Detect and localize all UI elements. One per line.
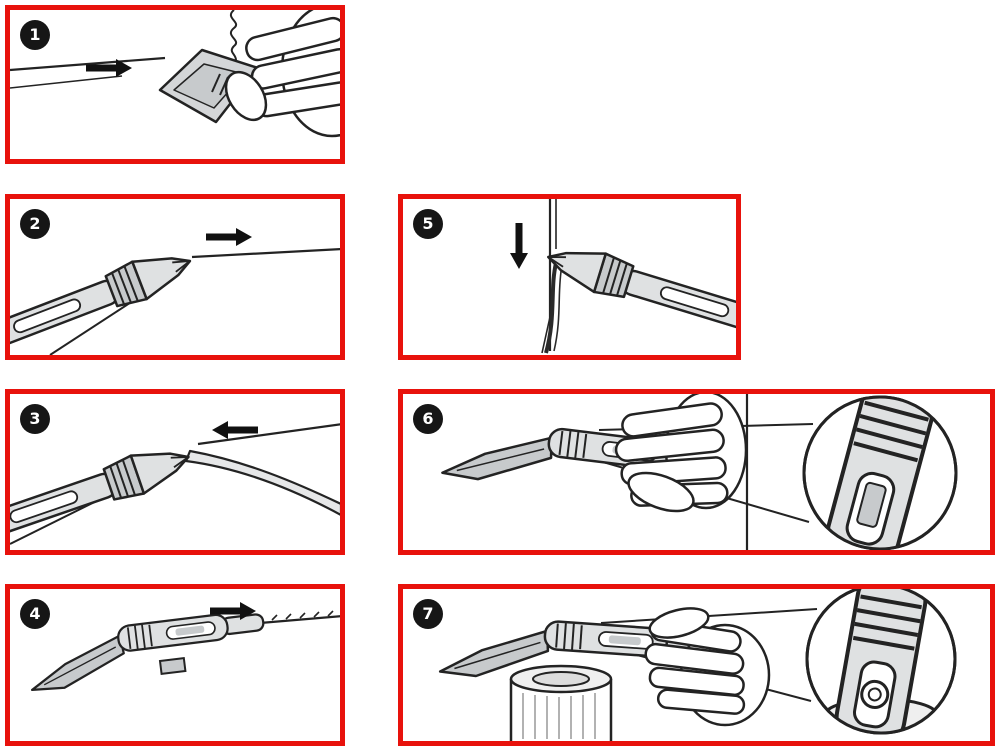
hand [224,10,340,138]
illustration-step-2 [10,228,340,355]
arrow-down-icon [510,223,528,269]
sealant-string [229,10,237,61]
step-number-badge: 3 [20,404,50,434]
cartridge [509,664,613,741]
magnifier-detail-circle [805,589,957,735]
illustration-step-4 [24,602,340,693]
hand [644,607,771,727]
sealant-bead [184,449,340,516]
thumb [224,70,268,122]
grip-detail [825,397,935,549]
illustration-step-5 [510,199,736,354]
step-number-badge: 6 [413,404,443,434]
nozzle-hole [860,679,890,709]
thumb [648,607,710,639]
arrow-right-icon [206,228,252,246]
surface-lines [10,56,166,89]
caulk-tool [10,241,199,355]
blade-lock [158,656,187,676]
step-panel-6: 6 [398,389,995,555]
illustration-step-7 [438,589,957,741]
spare-blade [856,481,887,528]
magnifier-detail-circle [802,395,958,550]
step-number-badge: 1 [20,20,50,50]
hand [614,394,748,513]
scraper-tool [24,608,270,693]
step-panel-2: 2 [5,194,345,360]
step-number-badge: 4 [20,599,50,629]
thumb [627,471,695,513]
grip-detail [834,589,928,733]
illustration-step-3 [10,421,340,547]
caulk-tool [541,236,736,340]
step-panel-5: 5 [398,194,741,360]
step-panel-7: 7 [398,584,995,746]
sealant-strip [544,262,563,354]
caulk-tool [10,436,197,547]
step-number-badge: 2 [20,209,50,239]
step-panel-3: 3 [5,389,345,555]
step-panel-4: 4 [5,584,345,746]
step-number-badge: 7 [413,599,443,629]
illustration-step-6 [440,394,958,550]
illustration-step-1 [10,10,340,138]
step-number-badge: 5 [413,209,443,239]
seam-line [259,610,340,625]
step-panel-1: 1 [5,5,345,164]
